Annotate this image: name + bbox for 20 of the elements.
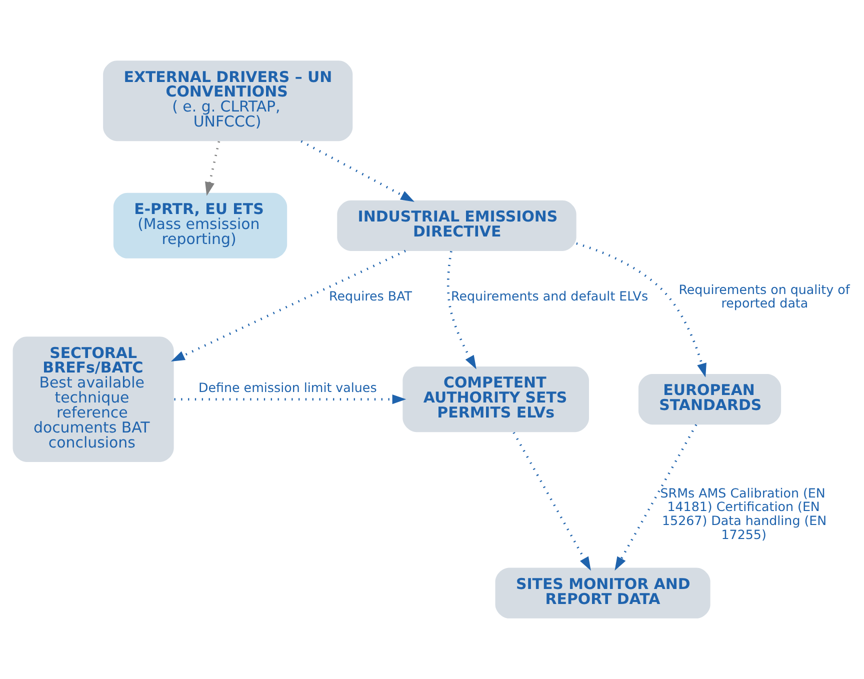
edge-label: SRMs AMS Calibration (EN 14181) Certification (EN 15267) Data handling (EN 17255) xyxy=(660,485,827,542)
edge-label: Requirements on quality of reported data xyxy=(678,282,850,311)
node-box: E-PRTR, EU ETS (Mass emsission reporting) xyxy=(113,192,288,258)
arrow xyxy=(300,140,414,202)
edge-label: Define emission limit values xyxy=(198,380,377,396)
node-box: EXTERNAL DRIVERS – UN CONVENTIONS ( e. g. CLRTAP, UNFCCC) xyxy=(103,60,353,142)
arrow xyxy=(446,250,476,370)
node-box: SECTORAL BREFs/BATC Best available technique reference documents BAT conclusions xyxy=(12,336,174,462)
arrow xyxy=(174,394,406,404)
node-box: COMPETENT AUTHORITY SETS PERMITS ELVs xyxy=(402,366,589,432)
arrow xyxy=(576,242,706,378)
arrow xyxy=(614,424,698,571)
node-box: SITES MONITOR AND REPORT DATA xyxy=(495,568,710,618)
edge-label: Requirements and default ELVs xyxy=(450,288,648,304)
edge-label: Requires BAT xyxy=(329,288,412,304)
arrow xyxy=(512,432,591,571)
arrow xyxy=(170,250,406,362)
node-box: INDUSTRIAL EMISSIONS DIRECTIVE xyxy=(337,200,576,251)
arrow xyxy=(205,141,220,196)
node-box: EUROPEAN STANDARDS xyxy=(638,374,782,425)
